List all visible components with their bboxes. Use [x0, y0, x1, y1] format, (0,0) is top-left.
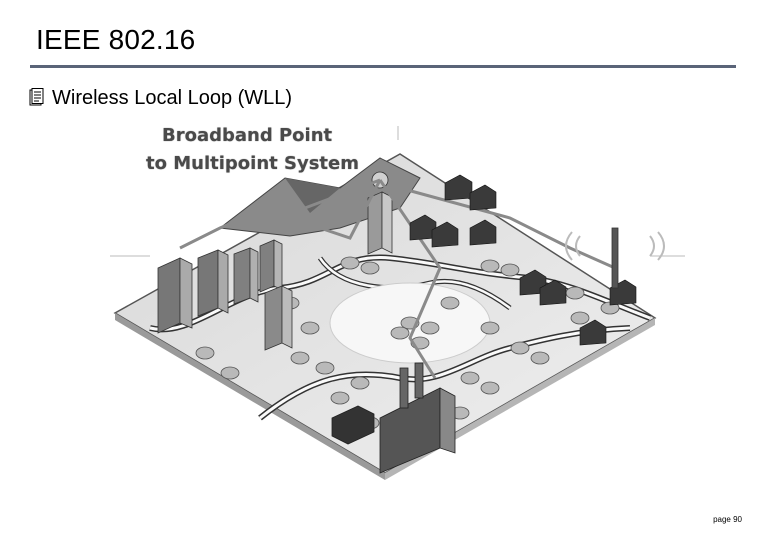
- isometric-city-diagram: [110, 126, 685, 480]
- factory: [331, 362, 456, 474]
- slide-title: IEEE 802.16: [36, 24, 196, 55]
- base-station-tower: [367, 171, 393, 255]
- page-number: page 90: [713, 515, 742, 524]
- bullet-text: Wireless Local Loop (WLL): [52, 86, 293, 109]
- bullet-item: Wireless Local Loop (WLL): [28, 84, 292, 112]
- trees: [195, 256, 620, 430]
- caption-line-1: Broadband Point: [162, 125, 333, 146]
- notepad-bullet-icon: [29, 88, 44, 106]
- caption-line-2: to Multipoint System: [146, 153, 359, 174]
- title-divider: [30, 65, 736, 68]
- wll-network-illustration: Broadband Point to Multipoint System: [110, 118, 690, 483]
- remote-antenna: [565, 227, 665, 289]
- office-towers: [157, 239, 293, 351]
